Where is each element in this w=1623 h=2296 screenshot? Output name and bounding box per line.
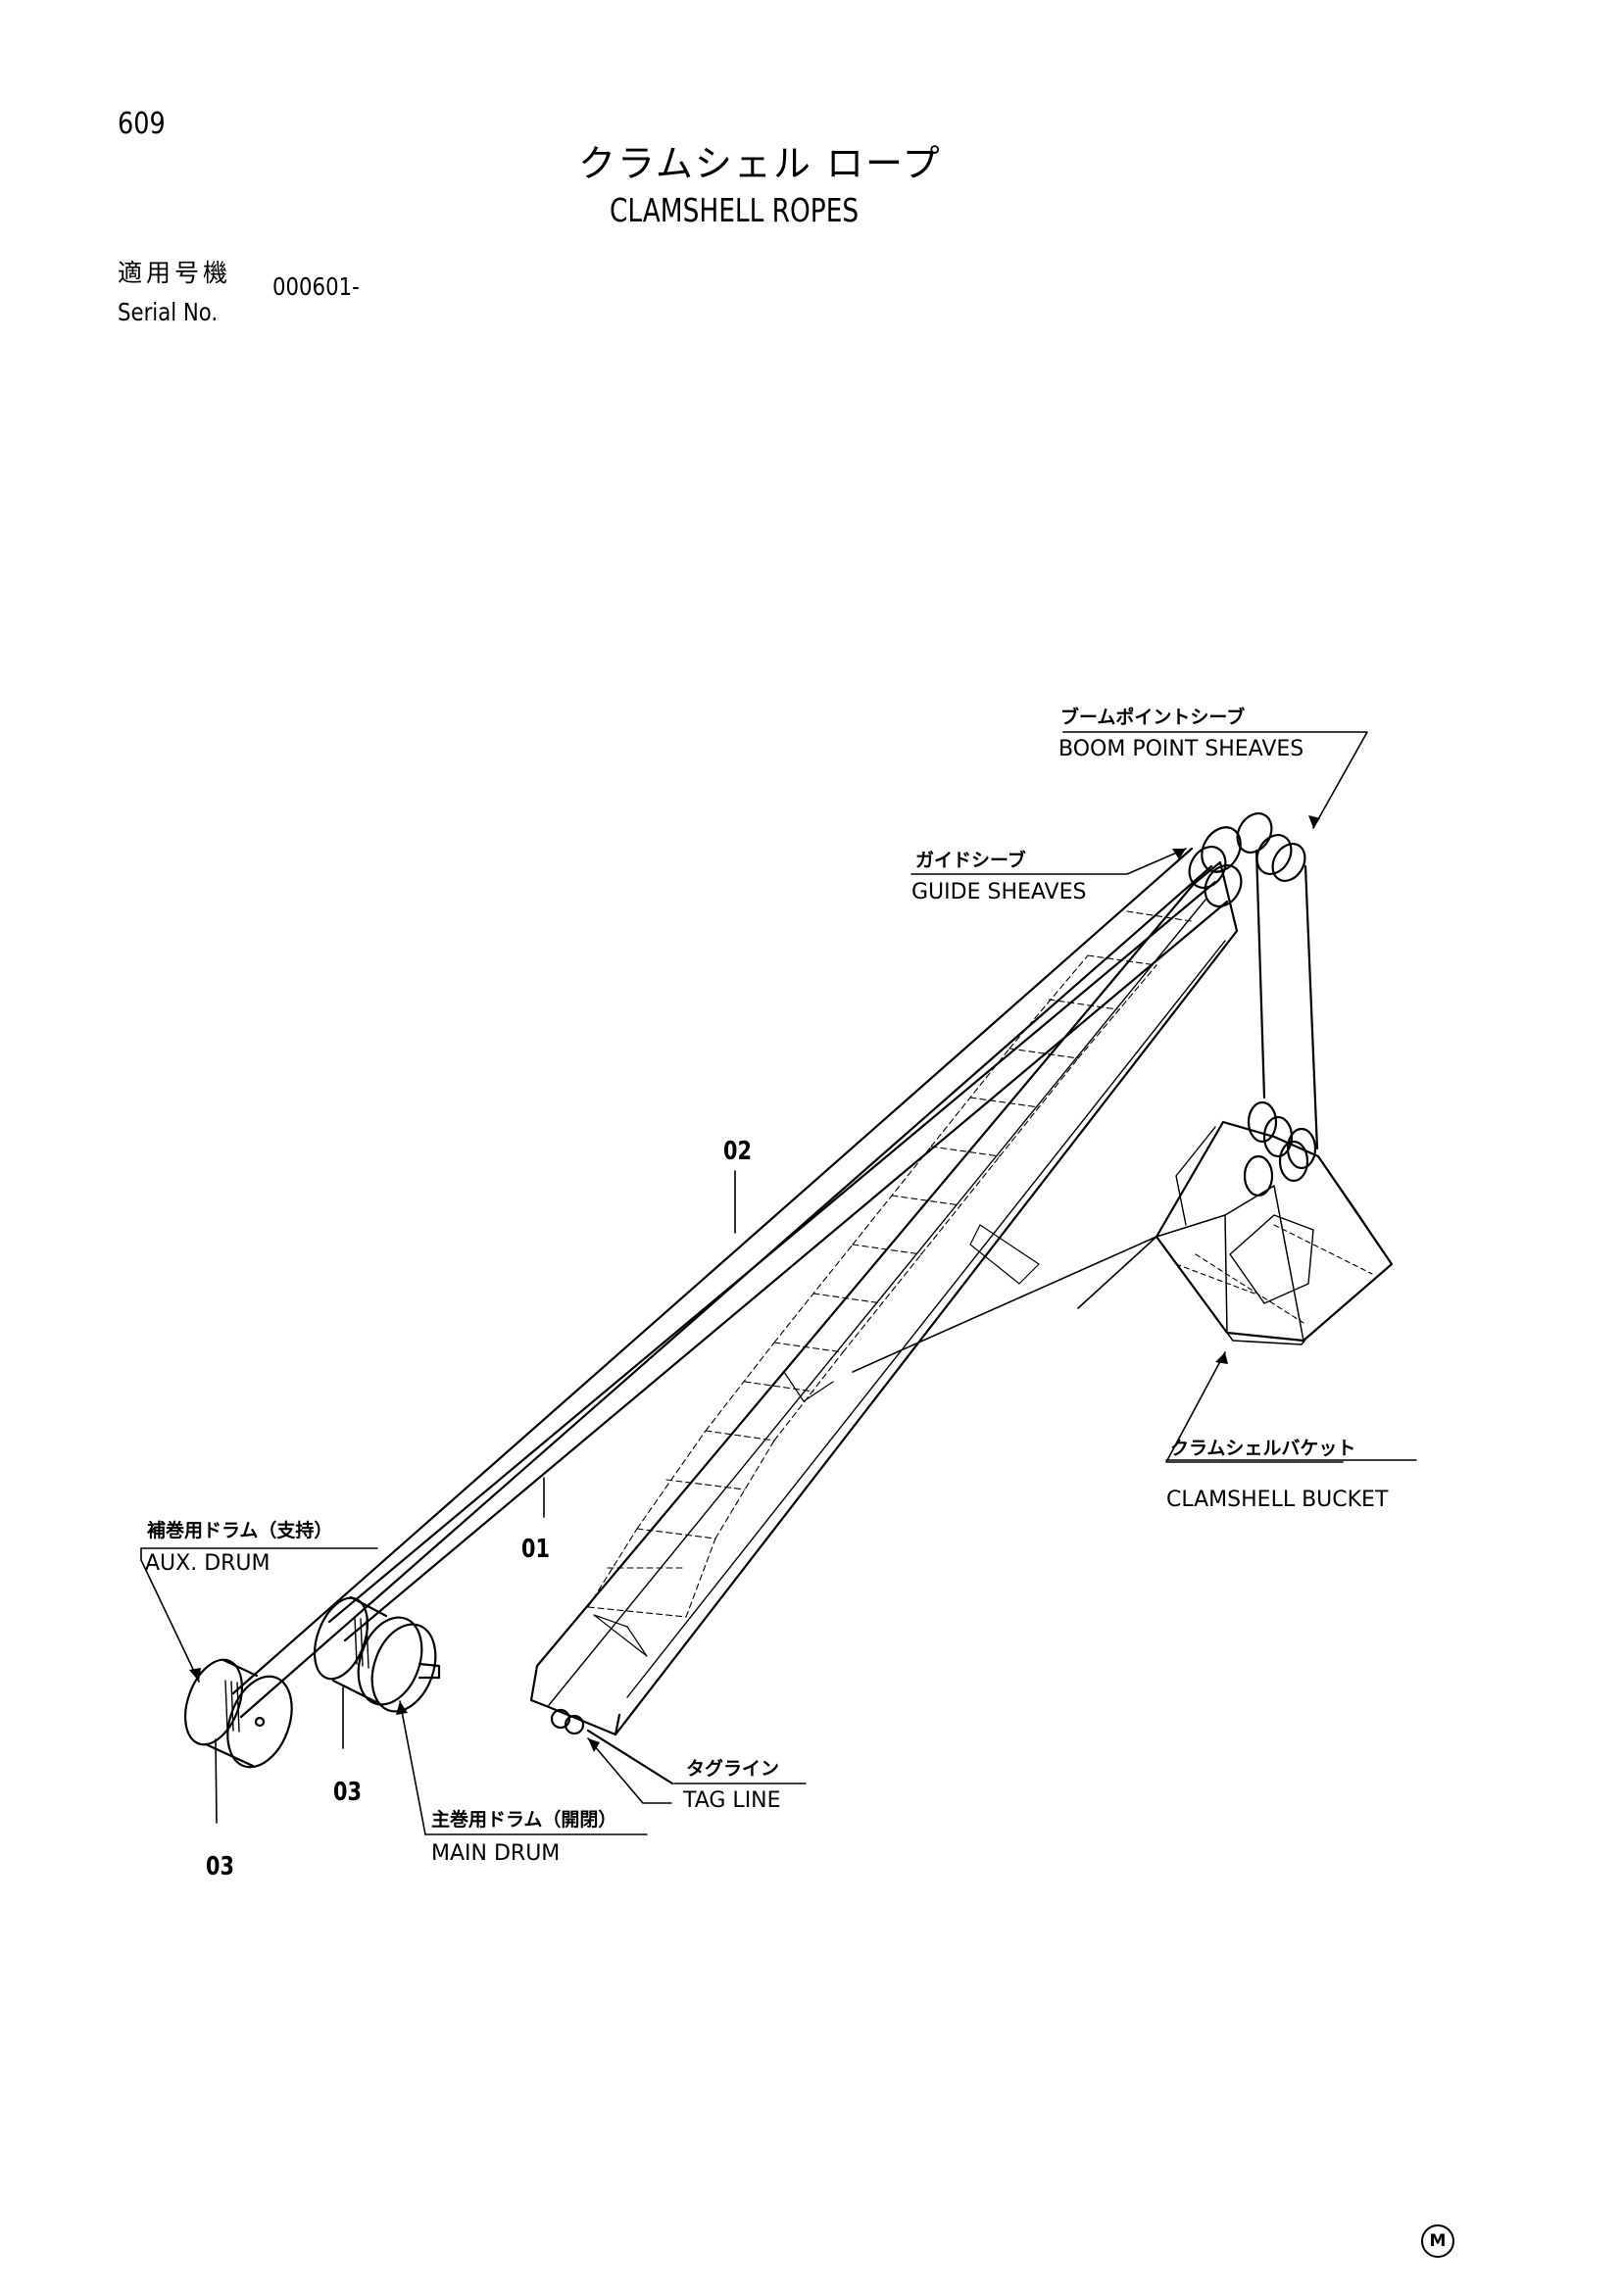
clamshell-bucket-label: CLAMSHELL BUCKET — [1166, 1488, 1389, 1512]
serial-label-japanese: 適用号機 — [118, 259, 232, 287]
guide-sheaves-label: GUIDE SHEAVES — [911, 880, 1087, 904]
part-number-rope-02: 02 — [723, 1137, 752, 1166]
aux-drum — [184, 1658, 293, 1769]
serial-number-value: 000601- — [272, 272, 360, 301]
clamshell-bucket — [1155, 1100, 1394, 1345]
boom-point-sheaves — [1188, 812, 1306, 907]
page-title: CLAMSHELL ROPES — [610, 191, 860, 229]
main-drum-label-jp: 主巻用ドラム（開閉） — [431, 1809, 617, 1831]
aux-drum-label-jp: 補巻用ドラム（支持） — [147, 1520, 333, 1541]
tag-line-attachment — [550, 1708, 674, 1785]
boom-lattice — [529, 860, 1239, 1736]
part-number-main-drum-03: 03 — [333, 1778, 362, 1807]
page-number: 609 — [118, 107, 166, 141]
boom-point-sheaves-label-jp: ブームポイントシーブ — [1060, 707, 1246, 728]
boom-point-sheaves-label: BOOM POINT SHEAVES — [1058, 737, 1304, 761]
page-title-japanese: クラムシェル ロープ — [578, 142, 942, 185]
clamshell-bucket-label-jp: クラムシェルバケット — [1170, 1438, 1356, 1459]
part-number-rope-01: 01 — [521, 1535, 550, 1564]
footer-circled-mark: M — [1421, 2224, 1454, 2258]
tag-line-label: TAG LINE — [683, 1788, 781, 1813]
part-number-aux-drum-03: 03 — [206, 1852, 234, 1881]
aux-drum-label: AUX. DRUM — [145, 1551, 270, 1576]
serial-label: Serial No. — [118, 298, 219, 326]
arrowheads — [189, 815, 1320, 1752]
main-drum — [313, 1595, 441, 1713]
main-drum-label: MAIN DRUM — [431, 1841, 561, 1866]
guide-sheaves-label-jp: ガイドシーブ — [915, 850, 1026, 871]
ropes — [231, 847, 1319, 1719]
leader-lines — [140, 731, 1417, 1835]
tag-line-label-jp: タグライン — [686, 1758, 780, 1780]
